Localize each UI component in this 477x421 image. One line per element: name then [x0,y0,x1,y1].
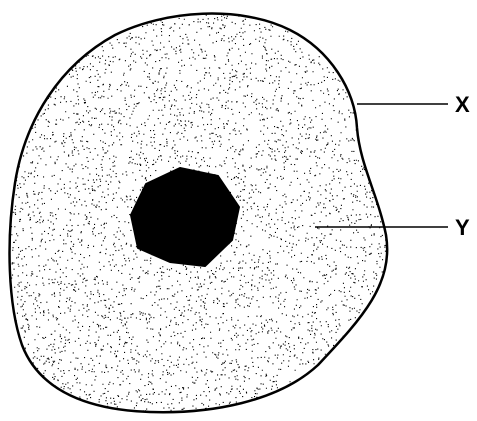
label-y: Y [455,215,470,240]
nucleus [131,168,239,266]
label-x: X [455,92,470,117]
